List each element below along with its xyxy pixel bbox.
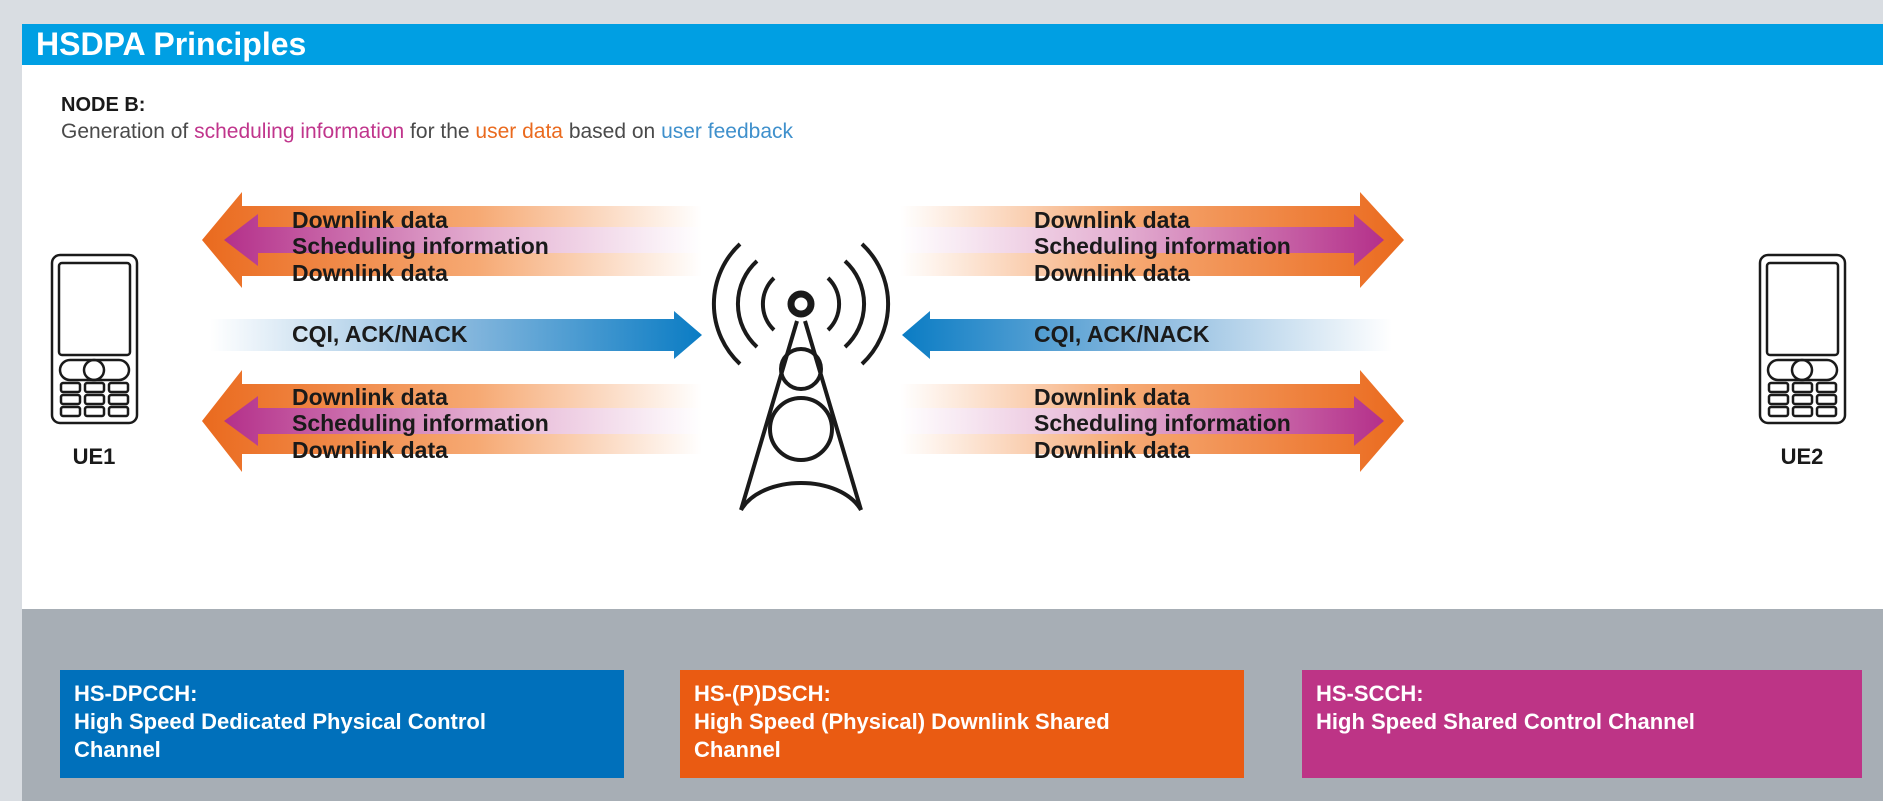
label-downlink: Downlink data	[1034, 437, 1190, 463]
mobile-phone-icon	[50, 253, 139, 425]
slide-frame: HSDPA Principles NODE B: Generation of s…	[22, 24, 1883, 801]
label-scheduling: Scheduling information	[292, 410, 549, 436]
channel-box-hs-pdsch: HS-(P)DSCH: High Speed (Physical) Downli…	[680, 670, 1244, 778]
node-b-heading: NODE B:	[61, 94, 146, 116]
channel-box-hs-dpcch: HS-DPCCH: High Speed Dedicated Physical …	[60, 670, 624, 778]
label-downlink: Downlink data	[292, 384, 448, 410]
ue1-label: UE1	[73, 444, 116, 469]
feedback-arrow-right	[902, 311, 1392, 359]
channel-name: HS-(P)DSCH:	[694, 681, 831, 706]
channel-name: HS-DPCCH:	[74, 681, 198, 706]
downlink-arrow-left-top	[202, 192, 702, 288]
channel-description: High Speed Dedicated Physical Control	[74, 709, 486, 734]
label-downlink: Downlink data	[1034, 384, 1190, 410]
mobile-phone-icon	[1758, 253, 1847, 425]
channel-description: Channel	[74, 737, 161, 762]
label-feedback: CQI, ACK/NACK	[292, 321, 468, 347]
label-downlink: Downlink data	[292, 260, 448, 286]
label-scheduling: Scheduling information	[1034, 410, 1291, 436]
ue2-label: UE2	[1781, 444, 1824, 469]
desc-user-feedback: user feedback	[661, 120, 793, 143]
feedback-arrow-left	[210, 311, 702, 359]
label-scheduling: Scheduling information	[292, 233, 549, 259]
radio-tower-icon	[711, 242, 891, 512]
label-downlink: Downlink data	[1034, 260, 1190, 286]
label-downlink: Downlink data	[292, 437, 448, 463]
desc-scheduling-information: scheduling information	[194, 120, 405, 143]
label-downlink: Downlink data	[292, 207, 448, 233]
page-title: HSDPA Principles	[22, 24, 1883, 65]
desc-user-data: user data	[475, 120, 563, 143]
hsdpa-diagram: Downlink data Scheduling information Dow…	[50, 192, 1847, 512]
channel-description: Channel	[694, 737, 781, 762]
desc-text-1: Generation of	[61, 120, 195, 143]
downlink-arrow-right-top	[900, 192, 1404, 288]
label-feedback: CQI, ACK/NACK	[1034, 321, 1210, 347]
desc-text-3: based on	[562, 120, 662, 143]
downlink-arrow-right-bottom	[900, 370, 1404, 472]
channel-legend: HS-DPCCH: High Speed Dedicated Physical …	[22, 609, 1883, 801]
channel-description: High Speed Shared Control Channel	[1316, 709, 1695, 734]
channel-name: HS-SCCH:	[1316, 681, 1424, 706]
label-downlink: Downlink data	[1034, 207, 1190, 233]
downlink-arrow-left-bottom	[202, 370, 702, 472]
label-scheduling: Scheduling information	[1034, 233, 1291, 259]
channel-box-hs-scch: HS-SCCH: High Speed Shared Control Chann…	[1302, 670, 1862, 778]
channel-description: High Speed (Physical) Downlink Shared	[694, 709, 1110, 734]
desc-text-2: for the	[404, 120, 476, 143]
node-b-description: Generation of scheduling information for…	[61, 120, 793, 144]
